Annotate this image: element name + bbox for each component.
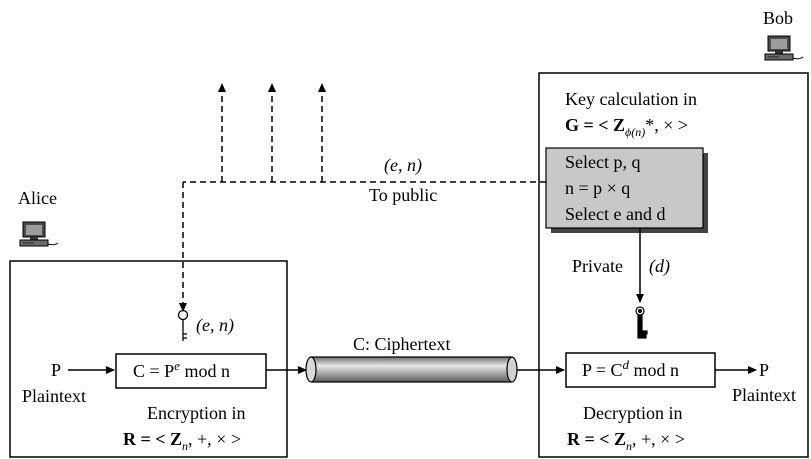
key-calc-line1: Key calculation in <box>565 89 697 109</box>
plaintext-output-label: Plaintext <box>732 385 796 405</box>
plaintext-output: P <box>759 360 769 380</box>
public-channel <box>179 83 546 312</box>
public-key-label: (e, n) <box>384 155 422 176</box>
bob-computer-icon <box>764 35 804 61</box>
encryption-box <box>115 353 267 389</box>
decryption-caption-line2: R = < Zn, +, × > <box>567 429 685 453</box>
to-public-label: To public <box>369 185 437 205</box>
plaintext-input-label: Plaintext <box>22 386 86 406</box>
alice-computer-icon <box>19 221 59 247</box>
alice-key-label: (e, n) <box>196 315 234 336</box>
plaintext-input: P <box>51 360 61 380</box>
alice-box <box>9 260 288 458</box>
alice-label: Alice <box>18 188 57 208</box>
key-calc-line2: G = < Zϕ(n)*, × > <box>565 115 688 139</box>
decryption-box <box>565 352 716 388</box>
private-label: Private <box>572 256 623 276</box>
key-gen-line2: n = p × q <box>565 178 630 198</box>
bob-box <box>538 72 809 458</box>
private-key-icon <box>635 306 648 339</box>
encryption-caption-line2: R = < Zn, +, × > <box>123 429 241 453</box>
decryption-formula: P = Cd mod n <box>582 357 679 380</box>
ciphertext-channel <box>305 356 518 383</box>
ciphertext-label: C: Ciphertext <box>353 334 451 354</box>
decryption-caption-line1: Decryption in <box>583 403 682 423</box>
key-gen-line1: Select p, q <box>565 152 640 172</box>
encryption-caption-line1: Encryption in <box>147 403 245 423</box>
key-gen-box <box>545 147 704 229</box>
public-key-icon <box>177 309 189 341</box>
bob-label: Bob <box>763 8 793 28</box>
encryption-formula: C = Pe mod n <box>133 358 230 381</box>
private-key-label: (d) <box>649 256 670 277</box>
key-gen-line3: Select e and d <box>565 204 665 224</box>
